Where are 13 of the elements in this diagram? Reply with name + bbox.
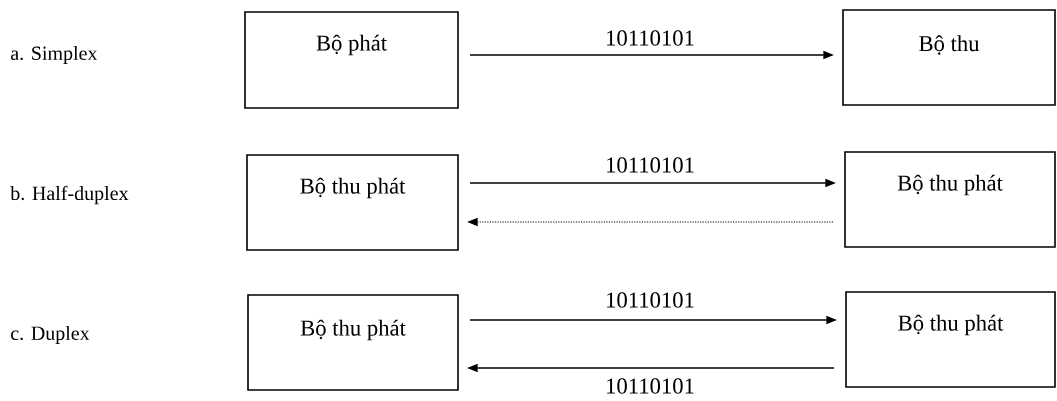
process-box: Bộ thu phát: [844, 151, 1056, 248]
process-box: Bộ thu phát: [247, 294, 459, 391]
edge-label: 10110101: [607, 30, 694, 46]
edge-label: 10110101: [607, 292, 694, 308]
process-box: Bộ thu phát: [246, 154, 459, 251]
row-label: a. Simplex: [11, 45, 98, 65]
edge-label: 10110101: [607, 157, 694, 173]
process-box: Bộ thu: [842, 9, 1056, 106]
edge-label: 10110101: [607, 378, 694, 394]
row-label: b. Half-duplex: [10, 185, 129, 205]
process-box: Bộ thu phát: [845, 291, 1056, 388]
row-label: c. Duplex: [11, 325, 90, 345]
process-box: Bộ phát: [244, 11, 459, 109]
